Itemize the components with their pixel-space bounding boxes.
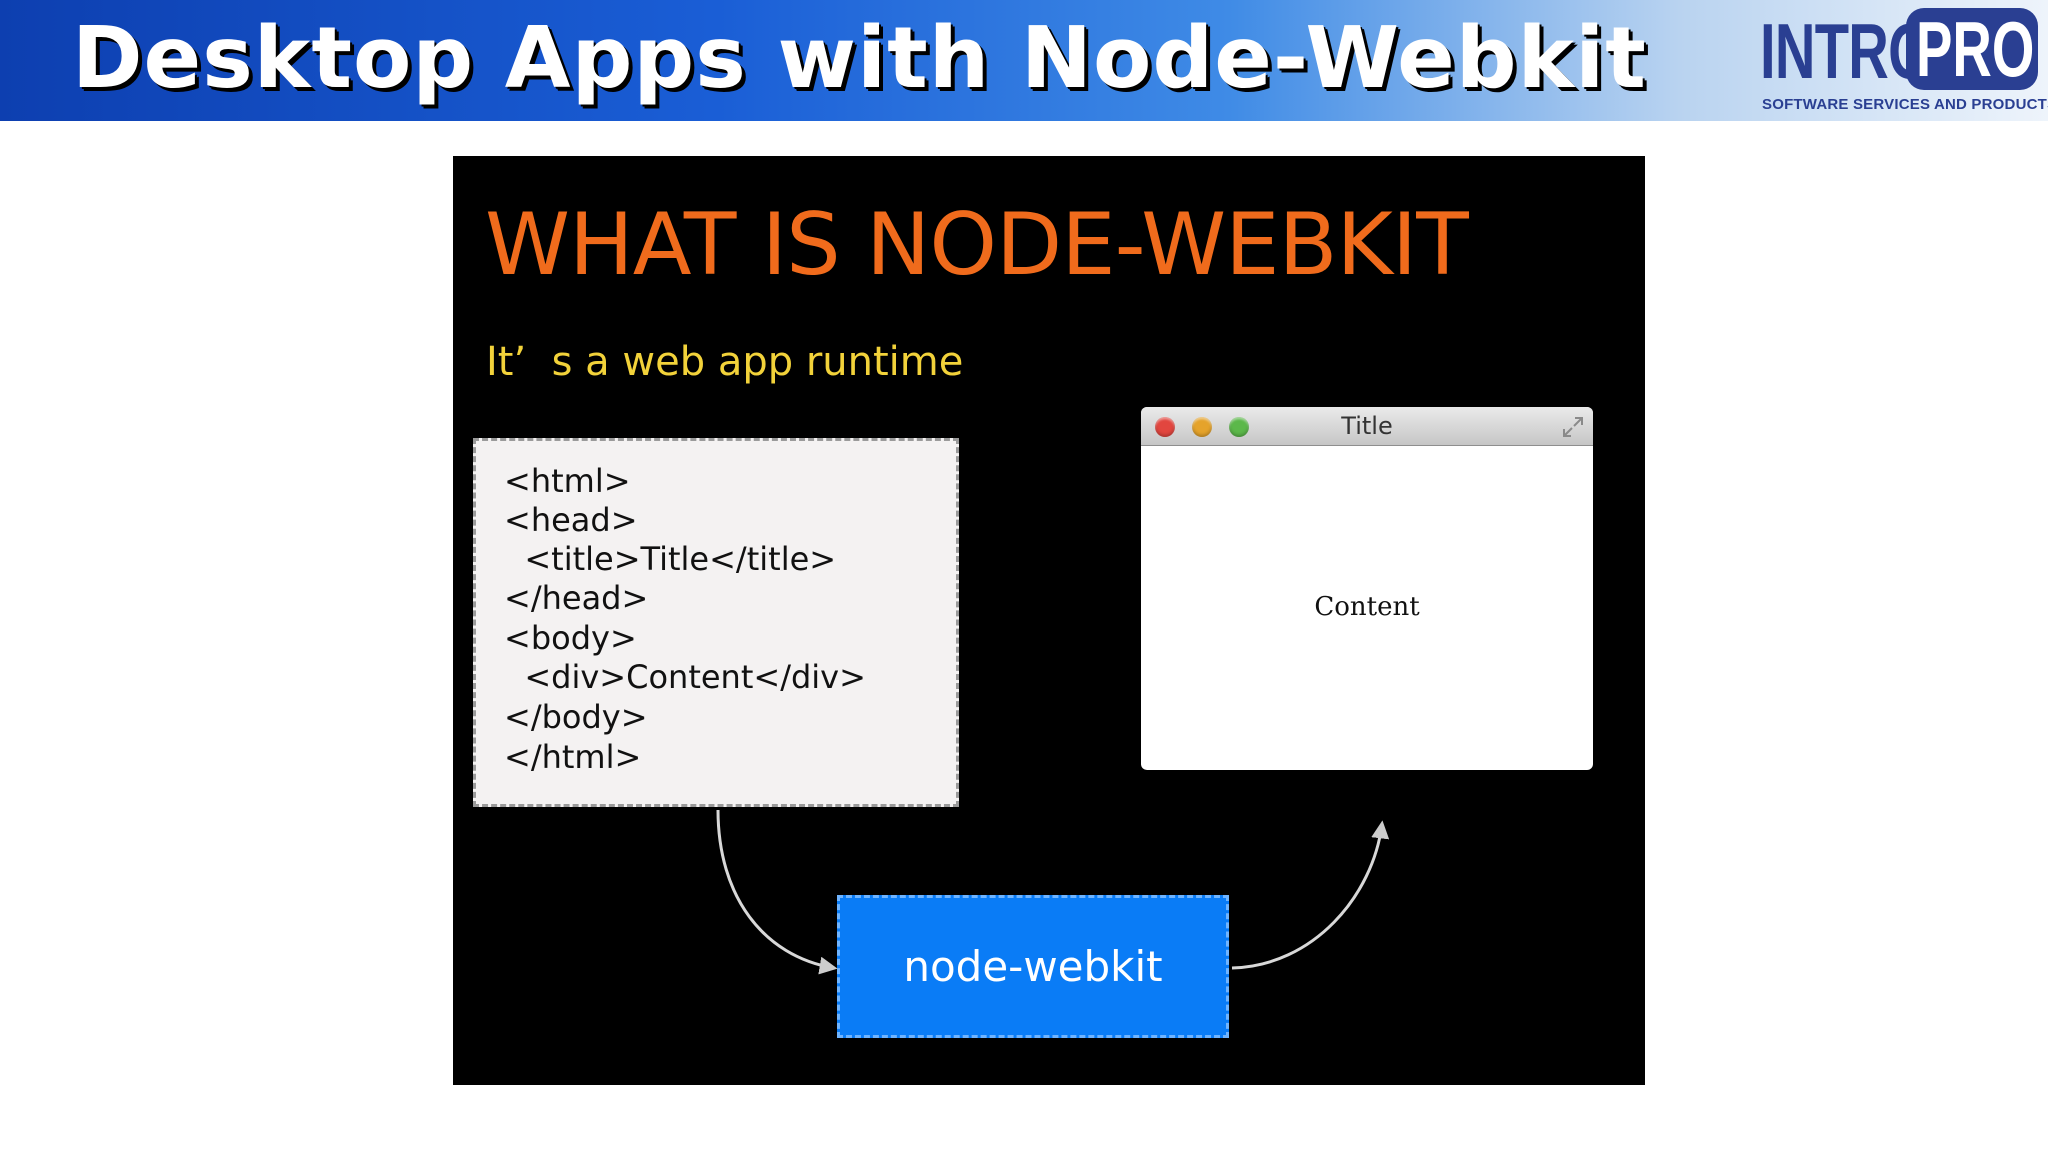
window-title: Title: [1341, 412, 1393, 440]
slide-subtitle: It’ s a web app runtime: [486, 339, 964, 385]
code-line: </body>: [504, 698, 648, 736]
code-line: <div>Content</div>: [504, 658, 866, 696]
window-title-bar: Title: [1141, 407, 1593, 446]
code-line: </head>: [504, 579, 649, 617]
code-line: <head>: [504, 501, 638, 539]
logo-subtitle: SOFTWARE SERVICES AND PRODUCTS: [1762, 96, 2048, 113]
window-content-text: Content: [1314, 592, 1420, 622]
zoom-icon: [1229, 417, 1249, 437]
node-webkit-box: node-webkit: [837, 895, 1229, 1038]
page-title: Desktop Apps with Node-Webkit: [72, 9, 1647, 108]
header-banner: Desktop Apps with Node-Webkit INTRO PRO …: [0, 0, 2048, 121]
logo-pro-text: PRO: [1916, 5, 2035, 93]
code-line: </html>: [504, 738, 642, 776]
code-line: <title>Title</title>: [504, 540, 837, 578]
arrow-runtime-to-window: [1231, 820, 1390, 970]
intropro-logo: INTRO PRO SOFTWARE SERVICES AND PRODUCTS: [1756, 6, 2048, 116]
app-window-preview: Title Content: [1141, 407, 1593, 770]
slide-panel: WHAT IS NODE-WEBKIT It’ s a web app runt…: [453, 156, 1645, 1085]
logo-pro-badge: PRO: [1906, 8, 2038, 90]
code-line: <body>: [504, 619, 637, 657]
html-code-box: <html> <head> <title>Title</title> </hea…: [473, 438, 959, 807]
close-icon: [1155, 417, 1175, 437]
arrow-code-to-runtime: [716, 809, 838, 975]
fullscreen-icon: [1563, 417, 1583, 437]
logo-intro-text: INTRO: [1760, 7, 1932, 95]
minimize-icon: [1192, 417, 1212, 437]
code-line: <html>: [504, 462, 631, 500]
node-webkit-label: node-webkit: [903, 942, 1163, 991]
slide-title: WHAT IS NODE-WEBKIT: [485, 195, 1469, 295]
